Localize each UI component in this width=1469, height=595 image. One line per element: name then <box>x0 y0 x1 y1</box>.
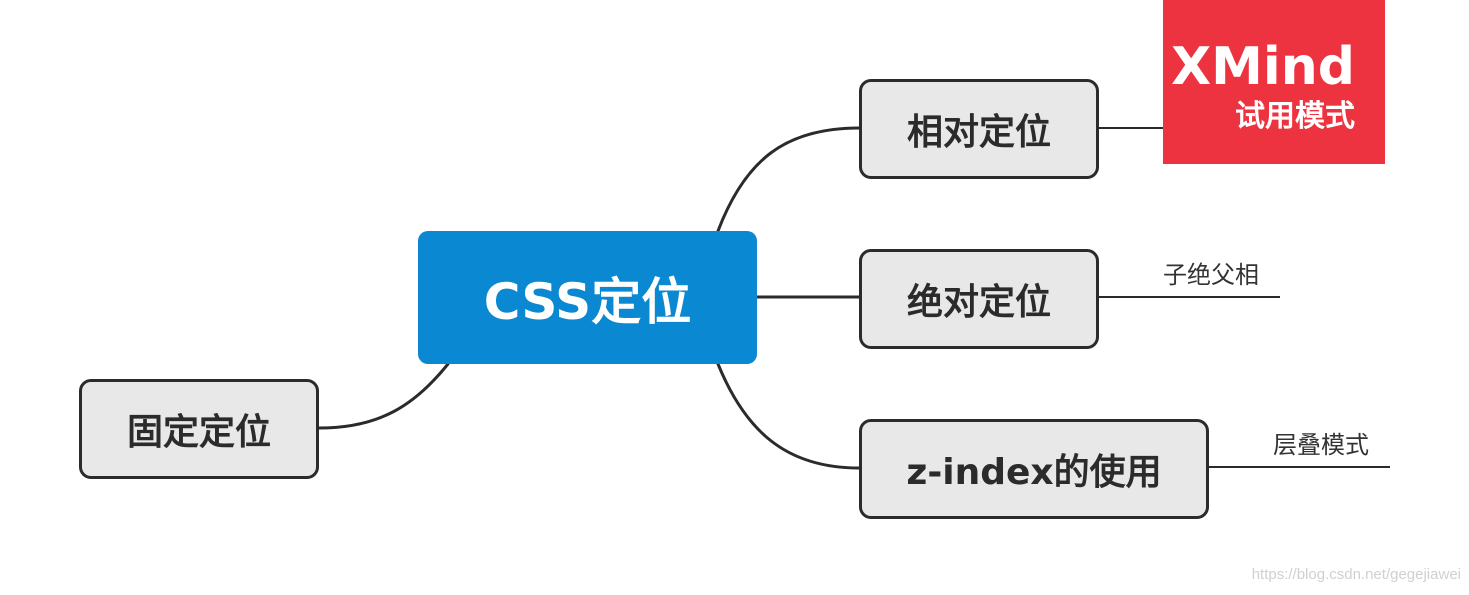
badge-subtitle: 试用模式 <box>1235 99 1355 134</box>
branch-absolute-positioning[interactable]: 绝对定位 <box>859 249 1099 349</box>
note-z-index[interactable]: 层叠模式 <box>1273 431 1369 459</box>
badge-title: XMind <box>1171 37 1355 97</box>
xmind-trial-badge: XMind 试用模式 <box>1163 0 1385 164</box>
connector-fixed <box>317 362 450 430</box>
branch-z-index-usage[interactable]: z-index的使用 <box>859 419 1209 519</box>
connector-zindex <box>716 362 861 470</box>
note-absolute[interactable]: 子绝父相 <box>1163 261 1259 289</box>
central-topic[interactable]: CSS定位 <box>418 231 757 364</box>
branch-relative-positioning[interactable]: 相对定位 <box>859 79 1099 179</box>
url-watermark: https://blog.csdn.net/gegejiawei <box>1251 566 1461 583</box>
connector-relative <box>716 126 861 233</box>
branch-fixed-positioning[interactable]: 固定定位 <box>79 379 319 479</box>
